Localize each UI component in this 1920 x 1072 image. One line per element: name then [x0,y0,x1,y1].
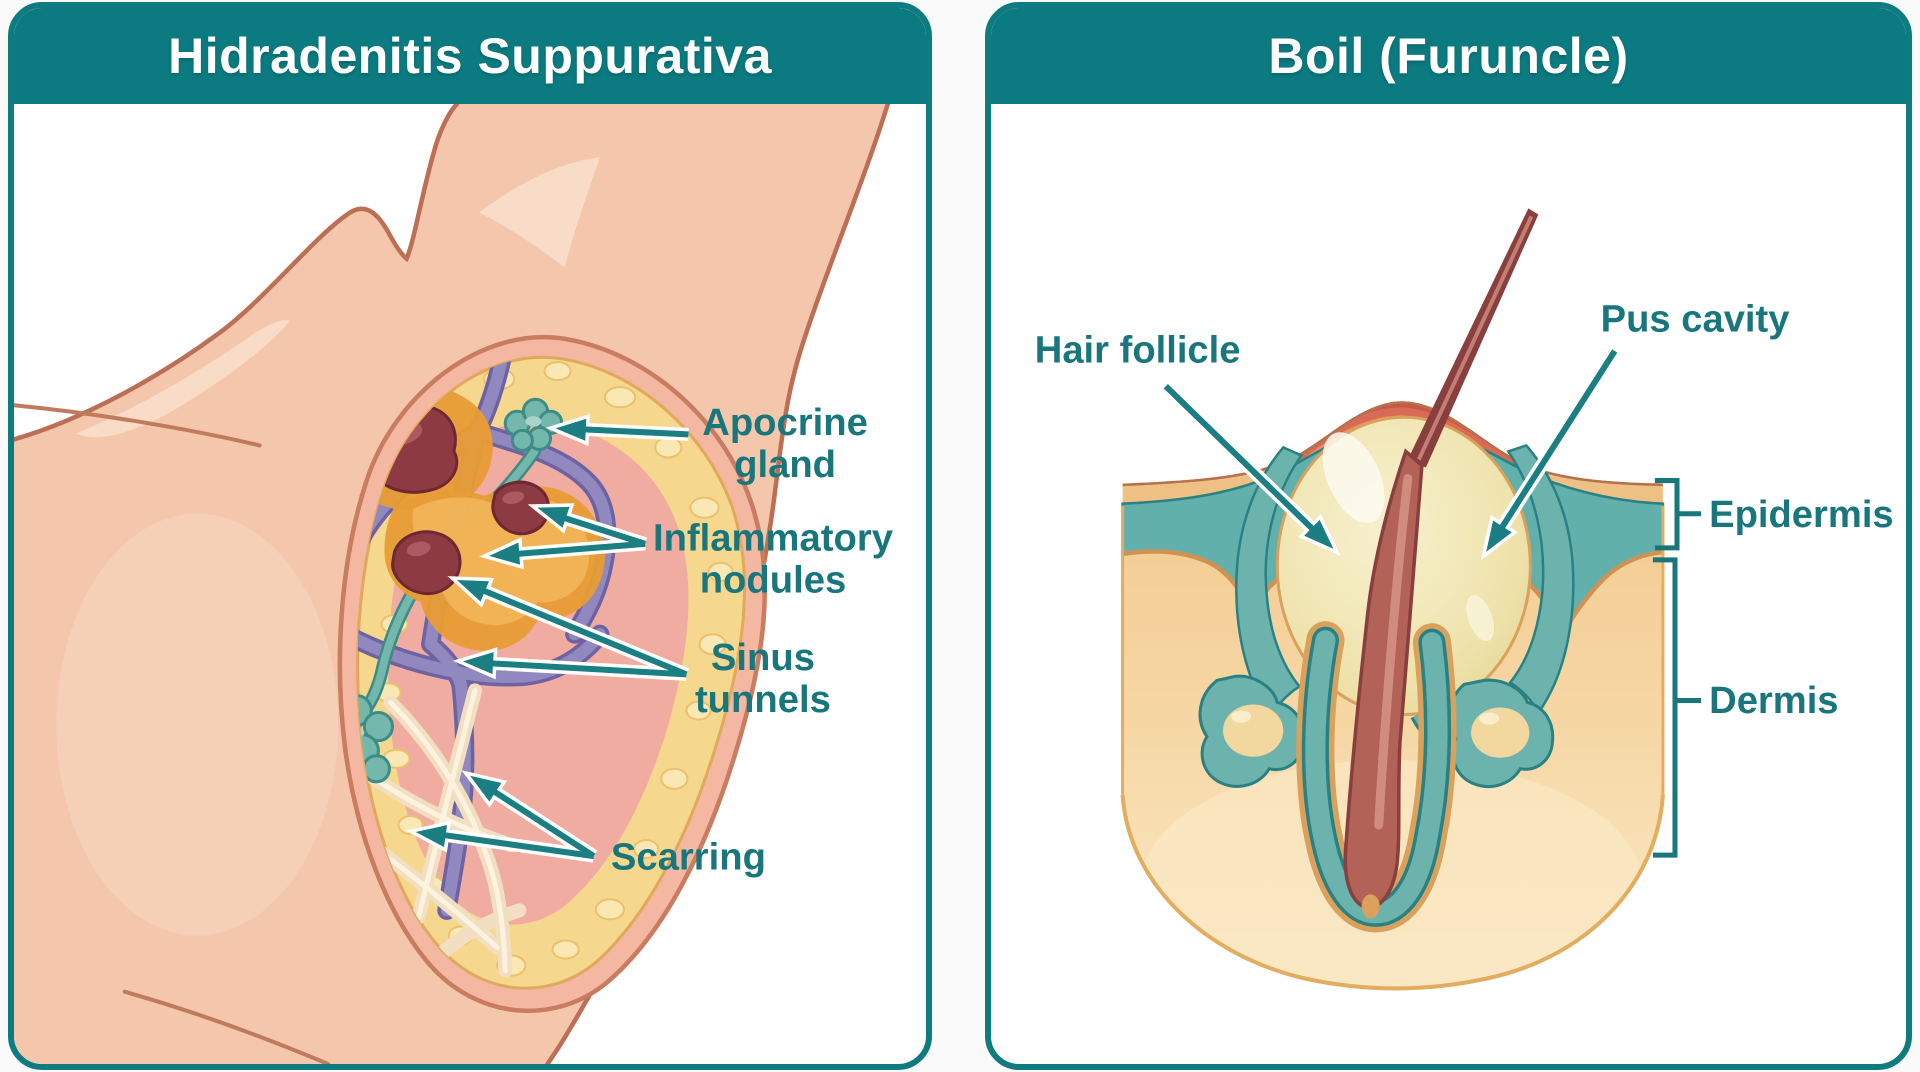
dermis-label: Dermis [1709,679,1838,722]
dermis-bracket [1652,557,1678,858]
panel-hidradenitis-body: Apocrine gland Inflammatory nodules Sinu… [14,104,926,1064]
boil-illustration: Hair follicle Pus cavity Epidermis Dermi… [1035,208,1894,991]
inflammatory-nodules-label-line2: nodules [700,559,847,602]
hair-shaft [1343,208,1539,919]
layer-brackets [1652,478,1702,858]
hair-follicle-arrow-icon [1161,381,1341,556]
left-arrows [405,413,689,863]
scarring-label: Scarring [611,836,766,879]
page-title-left: Hidradenitis Suppurativa [168,28,772,84]
inflammatory-arrows-icon [478,503,648,570]
epidermis-label: Epidermis [1709,493,1894,536]
panel-boil: Boil (Furuncle) [985,2,1912,1070]
sinus-arrows-icon [447,576,689,681]
apocrine-gland-label: Apocrine [702,401,868,444]
apocrine-arrow-icon [545,413,689,446]
inflammatory-nodules-label: Inflammatory [653,516,894,559]
panel-hidradenitis: Hidradenitis Suppurativa [8,2,932,1070]
hair-follicle-label: Hair follicle [1035,329,1241,372]
sinus-tunnels-label-line2: tunnels [695,678,831,721]
pus-cavity-label: Pus cavity [1601,297,1791,340]
page-title-right: Boil (Furuncle) [1268,28,1629,84]
apocrine-gland-label-line2: gland [734,443,836,486]
scarring-arrows-icon [405,770,598,863]
right-arrows [1161,347,1621,561]
panel-hidradenitis-header: Hidradenitis Suppurativa [14,8,926,104]
skin-cross-section [1120,208,1665,991]
dermis-bottom-edge [1120,794,1665,991]
sinus-tunnels-label: Sinus [711,636,815,679]
pus-cavity-arrow-icon [1480,347,1621,561]
panel-boil-body: Hair follicle Pus cavity Epidermis Dermi… [991,104,1906,1064]
panel-boil-header: Boil (Furuncle) [991,8,1906,104]
armpit-illustration: Apocrine gland Inflammatory nodules Sinu… [14,104,894,1064]
sebaceous-glands [1198,674,1555,789]
